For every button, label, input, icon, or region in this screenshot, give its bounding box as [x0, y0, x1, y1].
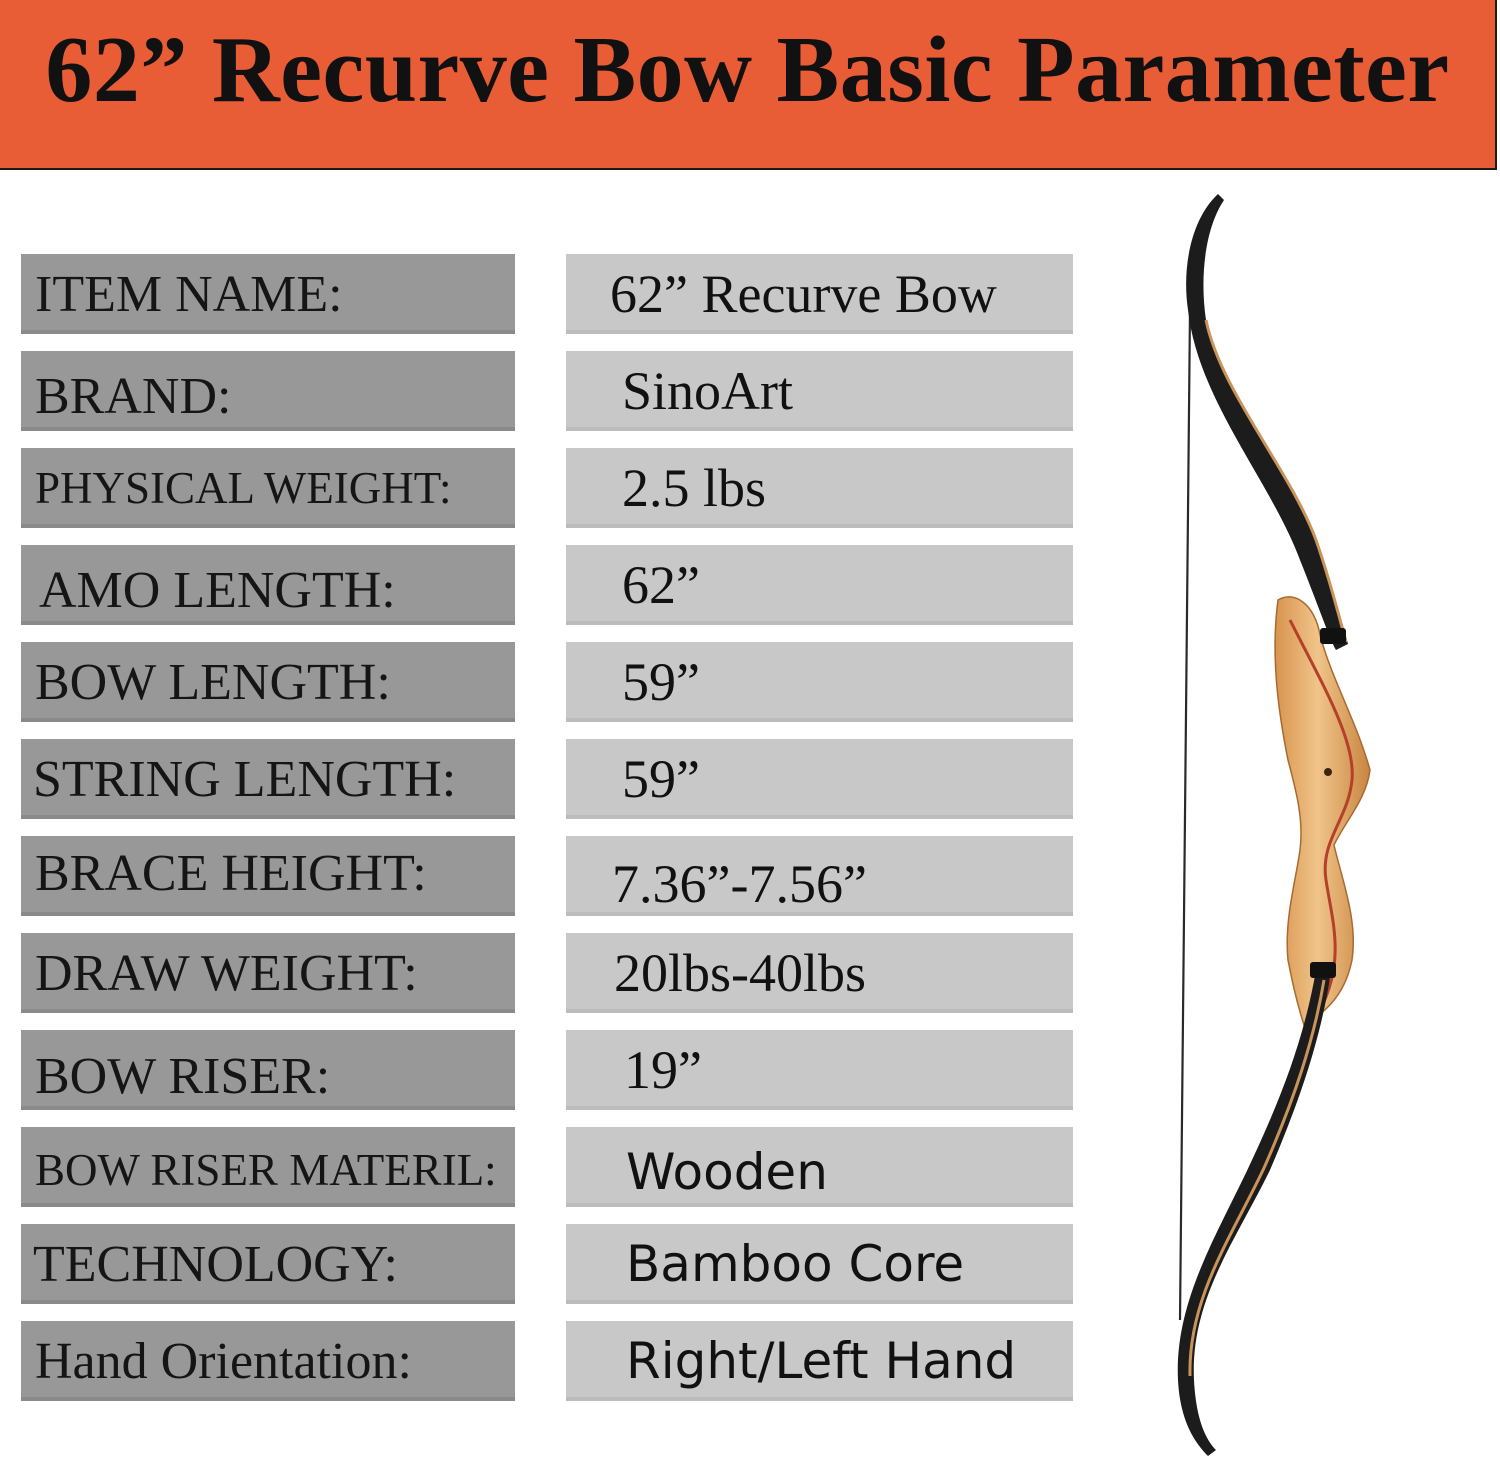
- page-title: 62” Recurve Bow Basic Parameter: [45, 18, 1450, 122]
- upper-limb-edge: [1204, 319, 1348, 643]
- spec-value-bow-riser-material: Wooden: [566, 1127, 1073, 1207]
- bowstring: [1178, 309, 1192, 1321]
- arrow-rest: [1324, 768, 1332, 776]
- spec-label-item-name: ITEM NAME:: [21, 254, 515, 334]
- spec-label-hand-orientation: Hand Orientation:: [21, 1321, 515, 1401]
- spec-value-draw-weight: 20lbs-40lbs: [566, 933, 1073, 1013]
- spec-label-brace-height: BRACE HEIGHT:: [21, 836, 515, 916]
- spec-label-string-length: STRING LENGTH:: [21, 739, 515, 819]
- spec-label-draw-weight: DRAW WEIGHT:: [21, 933, 515, 1013]
- header-banner: 62” Recurve Bow Basic Parameter: [0, 0, 1497, 170]
- riser-stripe: [1288, 619, 1354, 1011]
- spec-value-brace-height: 7.36”-7.56”: [566, 836, 1073, 916]
- lower-limb-bolt: [1310, 962, 1336, 978]
- spec-value-string-length: 59”: [566, 739, 1073, 819]
- upper-limb-bolt: [1320, 628, 1346, 644]
- spec-value-physical-weight: 2.5 lbs: [566, 448, 1073, 528]
- spec-label-bow-riser-material: BOW RISER MATERIL:: [21, 1127, 515, 1207]
- spec-label-brand: BRAND:: [21, 351, 515, 431]
- spec-value-amo-length: 62”: [566, 545, 1073, 625]
- spec-value-brand: SinoArt: [566, 351, 1073, 431]
- spec-label-technology: TECHNOLOGY:: [21, 1224, 515, 1304]
- upper-limb: [1186, 194, 1348, 650]
- spec-value-item-name: 62” Recurve Bow: [566, 254, 1073, 334]
- spec-label-bow-length: BOW LENGTH:: [21, 642, 515, 722]
- spec-table: ITEM NAME: 62” Recurve Bow BRAND: SinoAr…: [21, 254, 1073, 1401]
- spec-label-bow-riser: BOW RISER:: [21, 1030, 515, 1110]
- spec-value-bow-length: 59”: [566, 642, 1073, 722]
- spec-value-hand-orientation: Right/Left Hand: [566, 1321, 1073, 1401]
- recurve-bow-icon: [1177, 194, 1371, 1456]
- spec-label-amo-length: AMO LENGTH:: [21, 545, 515, 625]
- lower-limb-edge: [1188, 979, 1326, 1377]
- spec-value-bow-riser: 19”: [566, 1030, 1073, 1110]
- lower-limb: [1177, 970, 1330, 1456]
- spec-value-technology: Bamboo Core: [566, 1224, 1073, 1304]
- spec-label-physical-weight: PHYSICAL WEIGHT:: [21, 448, 515, 528]
- bow-riser: [1274, 596, 1371, 1027]
